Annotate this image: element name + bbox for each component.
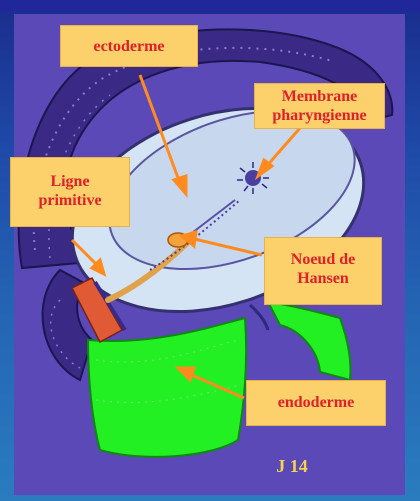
label-ligne-line1: Ligne (16, 172, 124, 191)
label-noeud-de-hansen: Noeud de Hansen (264, 237, 382, 305)
label-endoderme-text: endoderme (252, 393, 380, 412)
label-endoderme: endoderme (246, 380, 386, 426)
label-membrane-pharyngienne: Membrane pharyngienne (254, 83, 385, 129)
label-ectoderme: ectoderme (60, 25, 198, 67)
label-ectoderme-text: ectoderme (66, 37, 192, 56)
label-membrane-line2: pharyngienne (260, 106, 379, 125)
label-ligne-primitive: Ligne primitive (10, 157, 130, 227)
label-membrane-line1: Membrane (260, 87, 379, 106)
stage-label: J 14 (256, 456, 328, 477)
label-noeud-line2: Hansen (270, 269, 376, 288)
label-noeud-line1: Noeud de (270, 250, 376, 269)
label-ligne-line2: primitive (16, 191, 124, 210)
endoderm-right (268, 302, 351, 380)
